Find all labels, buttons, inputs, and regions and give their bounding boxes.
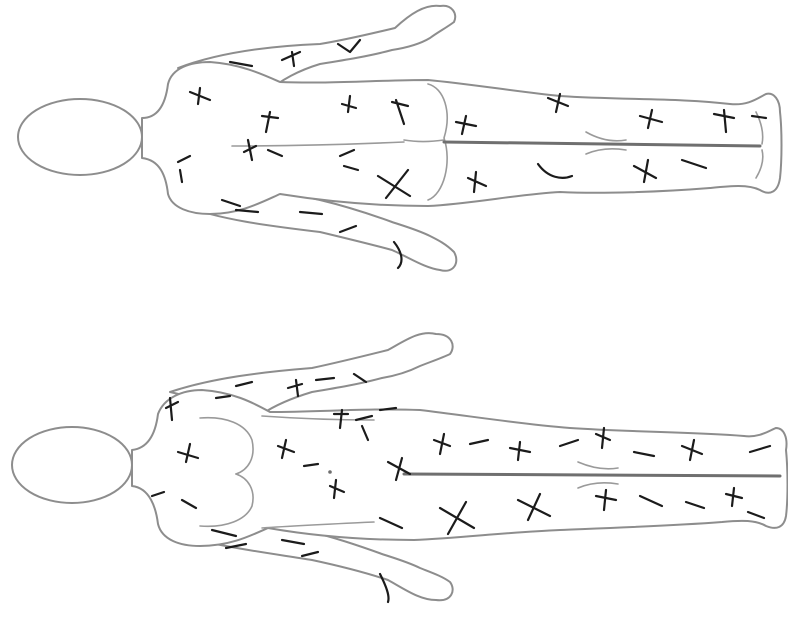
leg-divider [404,474,780,476]
head [12,427,132,503]
torso-legs [142,62,782,214]
body-figure-back [18,6,782,271]
head [18,99,142,175]
body-figure-front [12,333,788,602]
navel [328,470,332,474]
